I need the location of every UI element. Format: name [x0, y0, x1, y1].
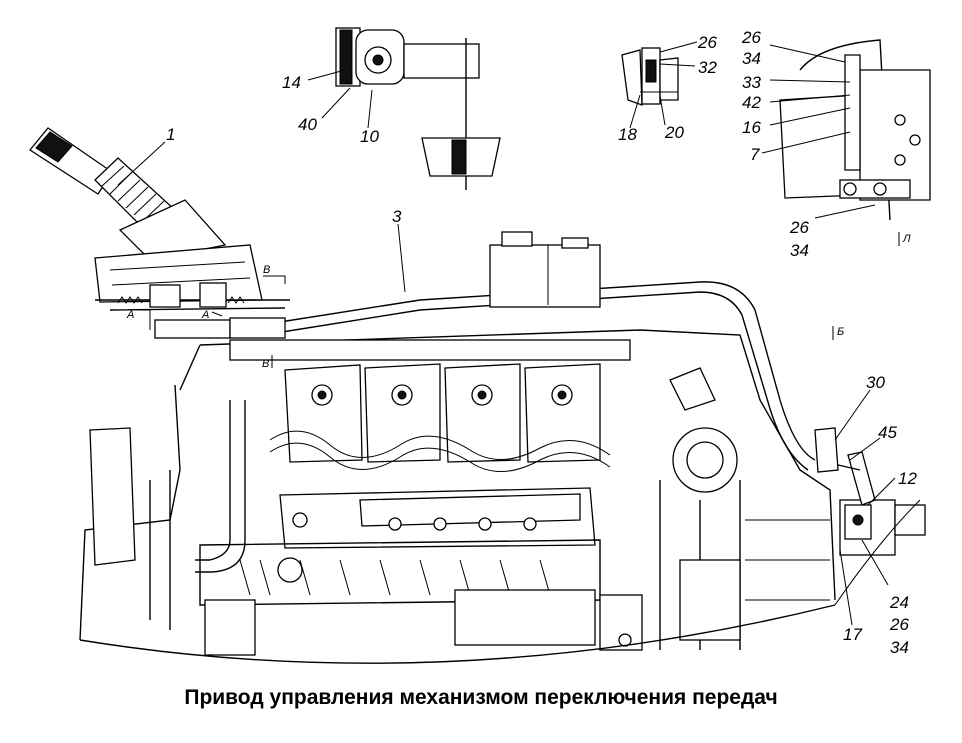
gear-lever: [29, 127, 290, 311]
callout-30: 30: [866, 373, 885, 392]
diagram-caption: Привод управления механизмом переключени…: [184, 686, 778, 709]
callout-18: 18: [618, 125, 637, 144]
callout-34-bracket: 34: [742, 49, 761, 68]
detail-hinge: [335, 27, 501, 190]
callout-33: 33: [742, 73, 761, 92]
section-mark-a-right: A: [201, 309, 209, 321]
callout-26-bracket: 26: [741, 28, 761, 47]
section-marks: A A B B Б Л: [126, 232, 911, 370]
callout-45: 45: [878, 423, 897, 442]
callout-7: 7: [750, 145, 760, 164]
callout-12: 12: [898, 469, 917, 488]
callout-40: 40: [298, 115, 317, 134]
callout-34-lower: 34: [790, 241, 809, 260]
leader-lines: [117, 41, 896, 626]
callout-3: 3: [392, 207, 402, 226]
callout-labels: 1 3 14 40 10 26 32 18 20 26 34 33 42 16 …: [166, 28, 917, 657]
detail-bracket: [779, 39, 931, 221]
section-mark-v-top: B: [263, 264, 270, 276]
callout-10: 10: [360, 127, 379, 146]
detail-pin: [621, 47, 679, 106]
callout-16: 16: [742, 118, 761, 137]
section-mark-l: Л: [902, 233, 911, 245]
callout-32: 32: [698, 58, 717, 77]
expansion-tank: [489, 231, 601, 308]
section-mark-v-bottom: B: [262, 358, 269, 370]
callout-26-gearbox: 26: [889, 615, 909, 634]
callout-14: 14: [282, 73, 301, 92]
section-mark-b: Б: [837, 326, 844, 338]
callout-20: 20: [664, 123, 684, 142]
shift-rod: [154, 281, 816, 471]
callout-1: 1: [166, 125, 175, 144]
engine-block: [79, 329, 926, 664]
callout-24: 24: [889, 593, 909, 612]
callout-17: 17: [843, 625, 862, 644]
callout-34-gearbox: 34: [890, 638, 909, 657]
callout-26-pin: 26: [697, 33, 717, 52]
callout-26-lower: 26: [789, 218, 809, 237]
shift-lever-gearbox: [814, 427, 876, 540]
callout-42: 42: [742, 93, 761, 112]
section-mark-a-left: A: [126, 309, 134, 321]
